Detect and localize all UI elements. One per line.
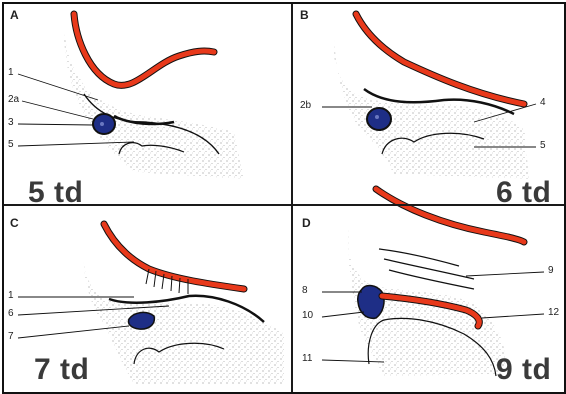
panel-b-label-4: 4 (540, 97, 546, 108)
panel-a-letter: A (10, 8, 19, 22)
horizontal-divider (4, 204, 564, 206)
figure-artwork (4, 4, 564, 392)
panel-a-label-2a: 2a (8, 94, 19, 105)
panel-c-stage: 7 td (34, 353, 89, 387)
panel-a-stage: 5 td (28, 176, 83, 210)
panel-d-label-10: 10 (302, 310, 313, 321)
panel-a-label-1: 1 (8, 67, 14, 78)
panel-d-label-9: 9 (548, 265, 554, 276)
vertical-divider (291, 4, 293, 392)
panel-b-letter: B (300, 8, 309, 22)
panel-a-label-3: 3 (8, 117, 14, 128)
panel-d-label-11: 11 (302, 353, 312, 364)
panel-b-label-2b: 2b (300, 100, 311, 111)
panel-c-letter: C (10, 216, 19, 230)
panel-c-label-7: 7 (8, 331, 14, 342)
panel-c-label-6: 6 (8, 308, 14, 319)
panel-d-drawing (322, 189, 544, 376)
panel-a-label-5: 5 (8, 139, 14, 150)
panel-b-label-5: 5 (540, 140, 546, 151)
panel-b-stage: 6 td (496, 176, 551, 210)
panel-d-label-8: 8 (302, 285, 308, 296)
panel-d-label-12: 12 (548, 307, 559, 318)
panel-a-drawing (18, 14, 244, 179)
panel-b-drawing (322, 14, 536, 179)
panel-d-letter: D (302, 216, 311, 230)
panel-c-label-1: 1 (8, 290, 14, 301)
panel-d-stage: 9 td (496, 353, 551, 387)
